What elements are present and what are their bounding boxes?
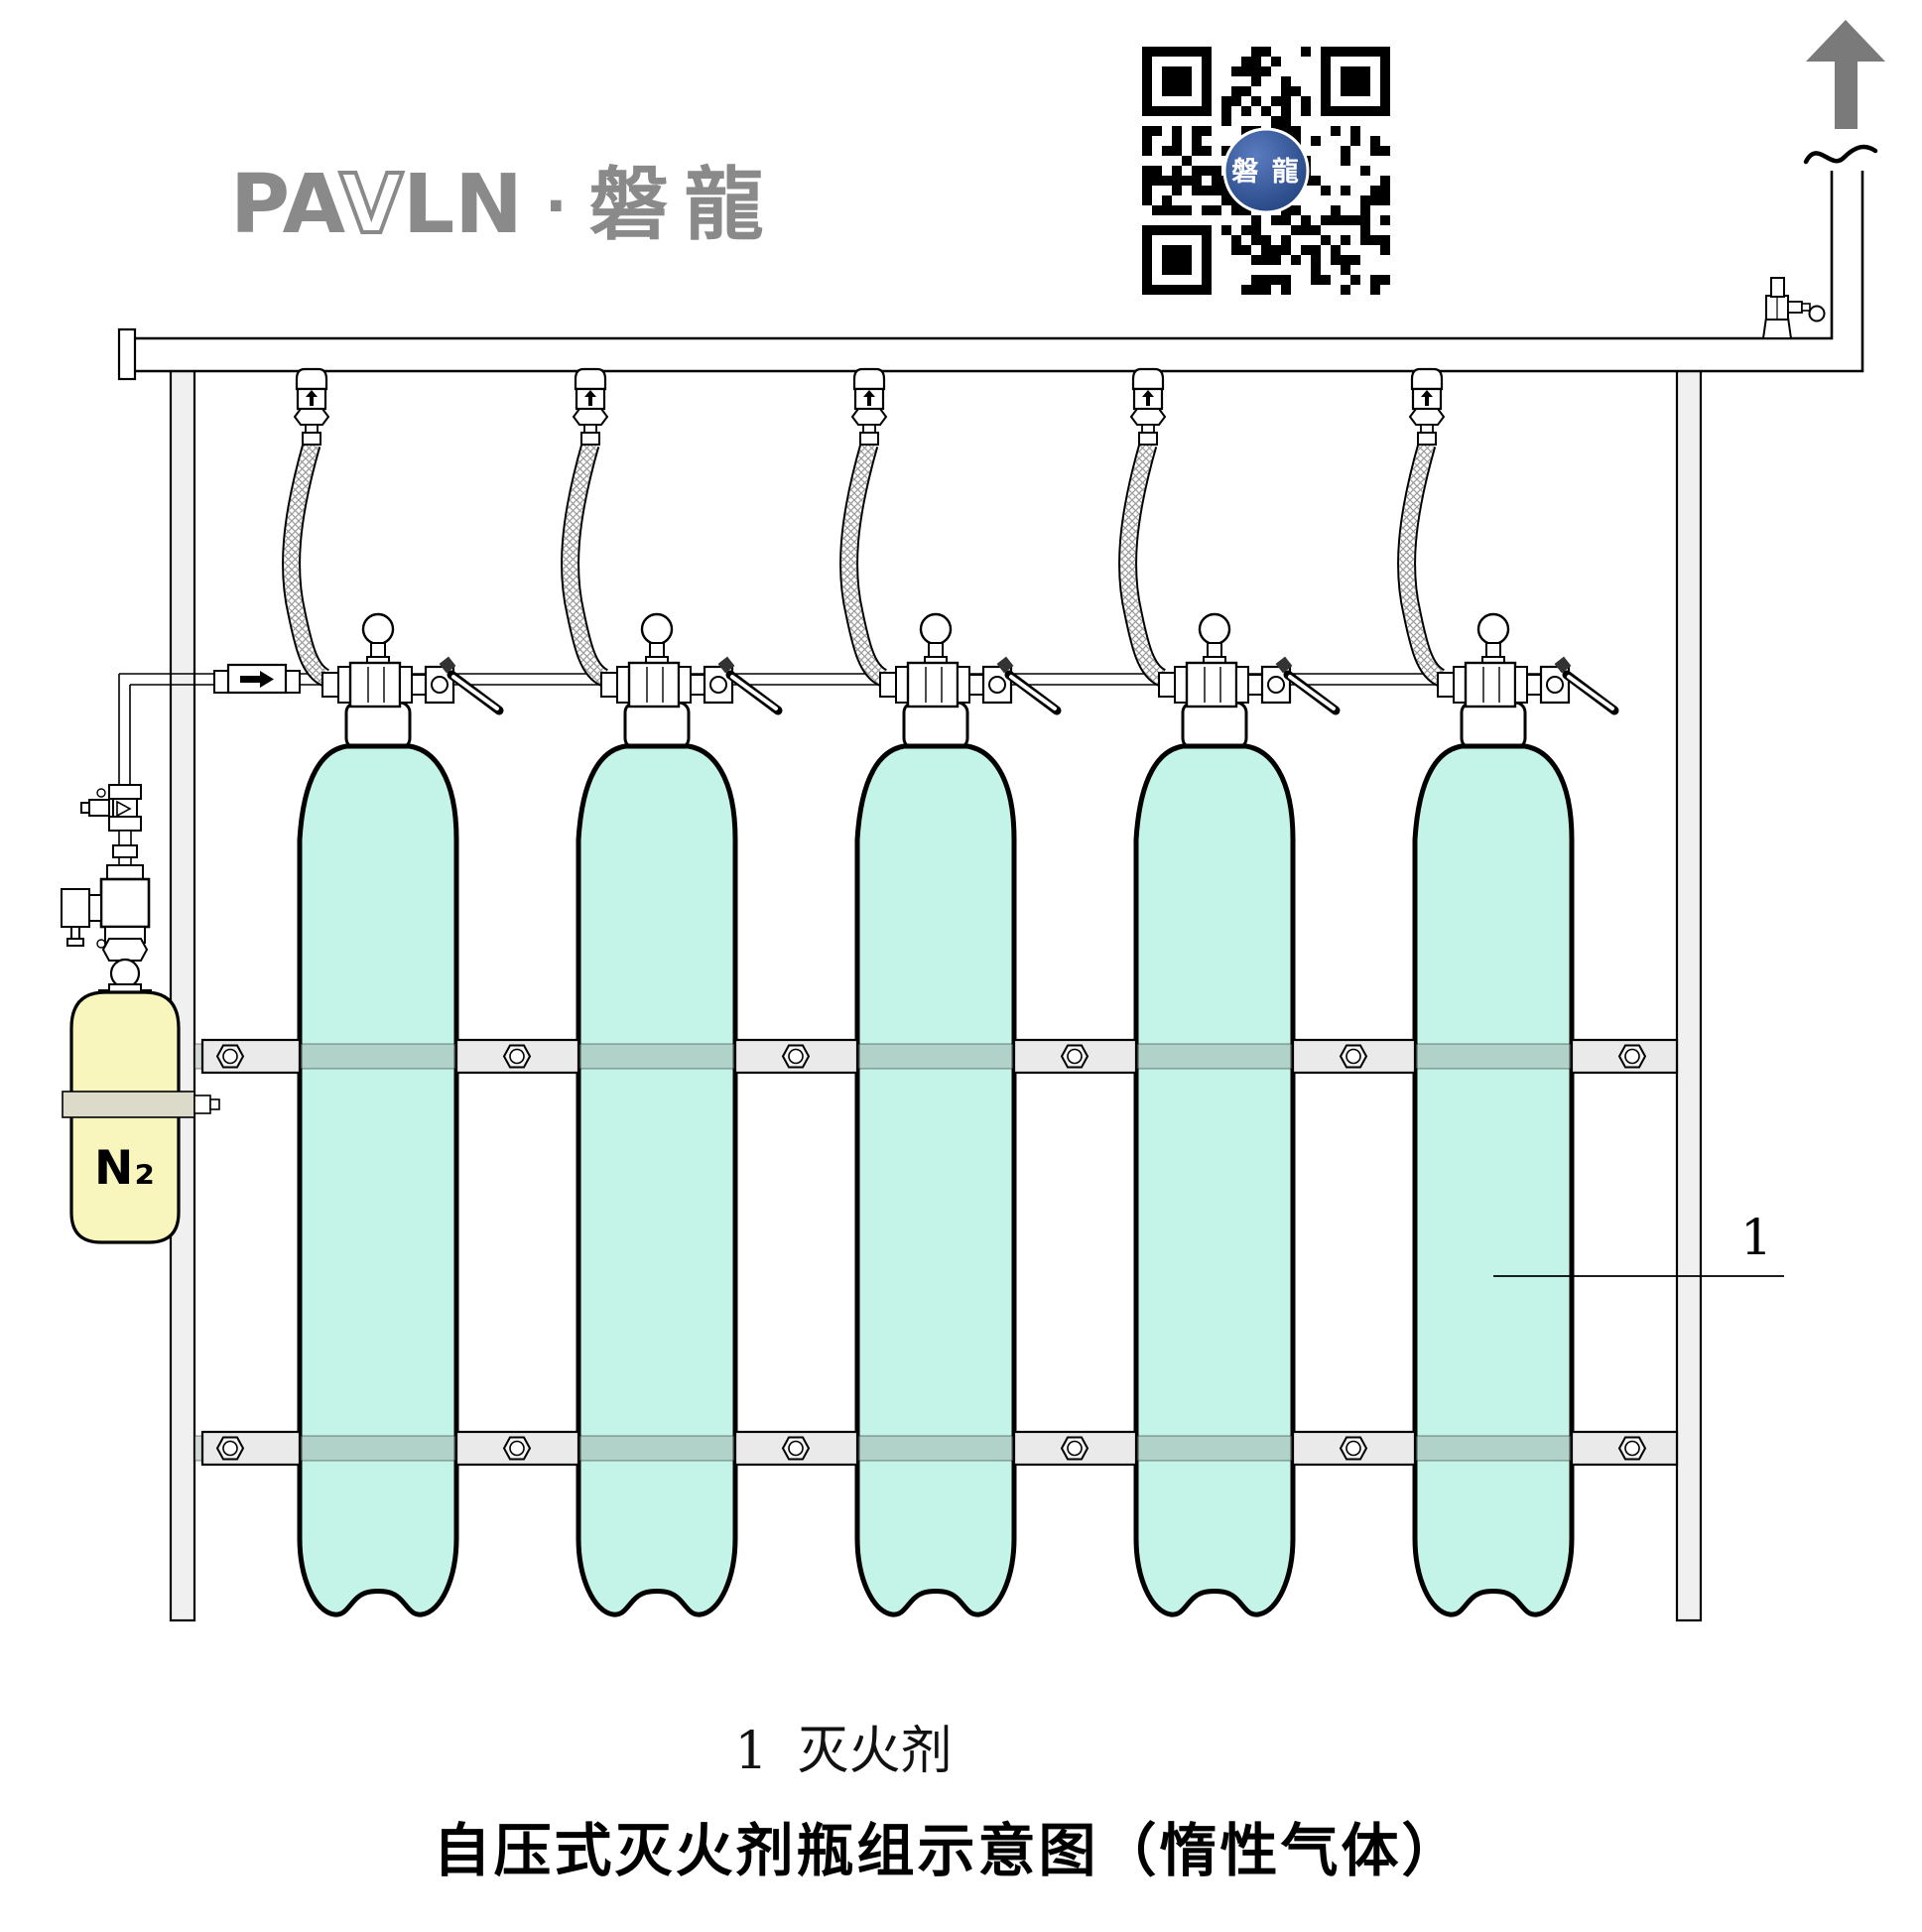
flow-up-arrow-icon — [1421, 390, 1433, 406]
hex-nut — [1129, 408, 1167, 426]
cylinder-body — [854, 743, 1017, 1617]
pressure-gauge-ball — [1476, 612, 1510, 646]
hex-nut — [850, 408, 888, 426]
cylinder-neck — [623, 701, 691, 750]
lever-pivot — [1554, 656, 1572, 674]
agent-cylinder — [1412, 701, 1575, 1617]
qr-center-badge — [1222, 127, 1310, 214]
logo-separator-dot: · — [545, 172, 568, 241]
pressure-gauge-ball — [1198, 612, 1231, 646]
n2-cylinder-label: N₂ — [94, 1141, 156, 1196]
cylinder-valve — [321, 612, 504, 715]
safety-valve — [1761, 277, 1826, 339]
hex-nut — [1408, 408, 1446, 426]
cylinder-valve — [600, 612, 783, 715]
valve-body — [1185, 661, 1238, 708]
valve-ball — [109, 958, 141, 989]
mounting-rail — [193, 1430, 1679, 1467]
qr-center-label: 磐 龍 — [1231, 156, 1300, 188]
brand-logo-svg: PAVLN · 磐龍 — [230, 156, 780, 254]
flow-up-arrow-icon — [584, 390, 596, 406]
logo-cn: 磐龍 — [589, 159, 780, 251]
mounting-rail — [193, 1038, 1679, 1075]
hex-nut — [101, 938, 149, 962]
cylinder-neck — [1181, 701, 1248, 750]
logo-text: PAVLN · 磐龍 — [230, 158, 780, 252]
logo-latin-right: LN — [403, 158, 523, 252]
diagram-title: 自压式灭火剂瓶组示意图（惰性气体） — [433, 1817, 1463, 1884]
pressure-gauge-ball — [361, 612, 395, 646]
legend-label: 灭火剂 — [797, 1722, 953, 1781]
lever-pivot — [1275, 656, 1293, 674]
qr-code-svg: 磐 龍 — [1142, 47, 1390, 295]
lever-pivot — [439, 656, 456, 674]
valve-body — [906, 661, 960, 708]
rack-frame — [169, 368, 1703, 1622]
agent-cylinder — [576, 701, 738, 1617]
hose-and-fitting — [561, 367, 609, 687]
frame-post-left — [169, 368, 196, 1622]
pilot-vertical-pipe — [118, 674, 131, 787]
manifold-pipe — [135, 171, 1864, 373]
legend-number: 1 — [734, 1722, 768, 1781]
cylinder-neck — [344, 701, 412, 750]
hose-and-fitting — [1397, 367, 1446, 687]
logo-latin-left: PA — [230, 158, 346, 252]
hose-and-fitting — [282, 367, 330, 687]
frame-post-right — [1675, 368, 1703, 1622]
cylinder-body — [297, 743, 459, 1617]
agent-cylinder — [297, 701, 459, 1617]
valve-body — [627, 661, 681, 708]
callout-number: 1 — [1740, 1209, 1772, 1266]
pressure-gauge-ball — [919, 612, 953, 646]
pilot-tee-valve — [116, 800, 132, 818]
agent-cylinder — [1133, 701, 1296, 1617]
valve-body — [348, 661, 402, 708]
pipe-break-symbol — [1803, 144, 1878, 165]
agent-cylinder — [854, 701, 1017, 1617]
hose-and-fitting — [839, 367, 888, 687]
manifold-end-cap — [117, 327, 137, 381]
lever-pivot — [996, 656, 1014, 674]
legend-caption: 1 灭火剂 — [0, 1709, 1687, 1783]
cylinder-neck — [902, 701, 969, 750]
pressure-gauge-ball — [640, 612, 674, 646]
discharge-manifold — [117, 20, 1885, 381]
valve-body — [1464, 661, 1517, 708]
lever-pivot — [717, 656, 735, 674]
cylinder-body — [576, 743, 738, 1617]
flow-right-arrow-icon — [240, 671, 274, 688]
flow-up-arrow-icon — [863, 390, 875, 406]
brand-logo: PAVLN · 磐龍 — [230, 145, 945, 260]
discharge-arrow-icon — [1806, 20, 1885, 129]
hose-and-fitting — [1118, 367, 1167, 687]
qr-code: 磐 龍 — [1139, 44, 1393, 298]
cylinder-body — [1412, 743, 1575, 1617]
hex-nut — [293, 408, 330, 426]
cylinder-neck — [1460, 701, 1527, 750]
flow-up-arrow-icon — [1142, 390, 1154, 406]
cylinder-valve — [1437, 612, 1619, 715]
hex-nut — [572, 408, 609, 426]
pressure-regulator — [99, 877, 151, 929]
rail-band — [193, 1043, 1678, 1070]
cylinder-strap — [62, 1091, 195, 1118]
rail-band — [193, 1435, 1678, 1462]
flow-up-arrow-icon — [306, 390, 318, 406]
cylinder-body — [1133, 743, 1296, 1617]
n2-pilot-assembly — [61, 674, 220, 1244]
cylinder-valve — [1158, 612, 1341, 715]
cylinder-valve — [879, 612, 1062, 715]
logo-letter-v-outline: V — [339, 158, 403, 252]
